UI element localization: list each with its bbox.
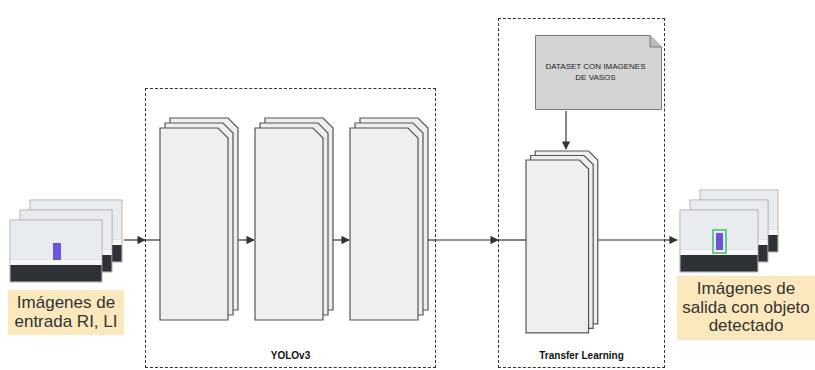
group-label: Transfer Learning (499, 350, 664, 361)
flow-arrow (124, 239, 145, 240)
inner-line (428, 239, 436, 240)
image-area (677, 200, 815, 276)
dataset-arrow (565, 111, 566, 149)
layer-stack (255, 118, 333, 320)
input-image (10, 220, 102, 282)
layer-stack (526, 151, 598, 333)
image-caption: Imágenes de entrada RI, LI (13, 294, 119, 331)
layer-stack (160, 118, 238, 320)
document-fold (650, 36, 662, 48)
caption-box: Imágenes de salida con objeto detectado (677, 276, 815, 340)
document-outline (536, 36, 662, 110)
layer-arrow (333, 239, 349, 240)
inner-line (598, 239, 665, 240)
imagelabel-node: Imágenes de entrada RI, LI (8, 200, 124, 335)
inner-line (498, 239, 526, 240)
caption-box: Imágenes de entrada RI, LI (8, 290, 124, 335)
dataset-label: DATASET CON IMAGENES DE VASOS (545, 62, 646, 83)
inner-line (145, 239, 160, 240)
image-area (8, 200, 124, 290)
flow-arrow (436, 239, 498, 240)
dashed-node: DATASET CON IMAGENES DE VASOS Transfer Le… (498, 18, 665, 368)
group-label-holder: Transfer Learning (499, 350, 664, 361)
output-image (680, 210, 758, 272)
layer-stack (350, 118, 428, 320)
group-label: YOLOv3 (146, 350, 435, 361)
layer-arrow (238, 239, 254, 240)
imagelabel-node: Imágenes de salida con objeto detectado (677, 200, 815, 340)
image-caption: Imágenes de salida con objeto detectado (682, 280, 810, 336)
doc-node: DATASET CON IMAGENES DE VASOS (535, 35, 662, 110)
dashed-node: YOLOv3 (145, 88, 436, 368)
flow-arrow (665, 239, 677, 240)
group-label-holder: YOLOv3 (146, 350, 435, 361)
document-body: DATASET CON IMAGENES DE VASOS (535, 35, 662, 110)
